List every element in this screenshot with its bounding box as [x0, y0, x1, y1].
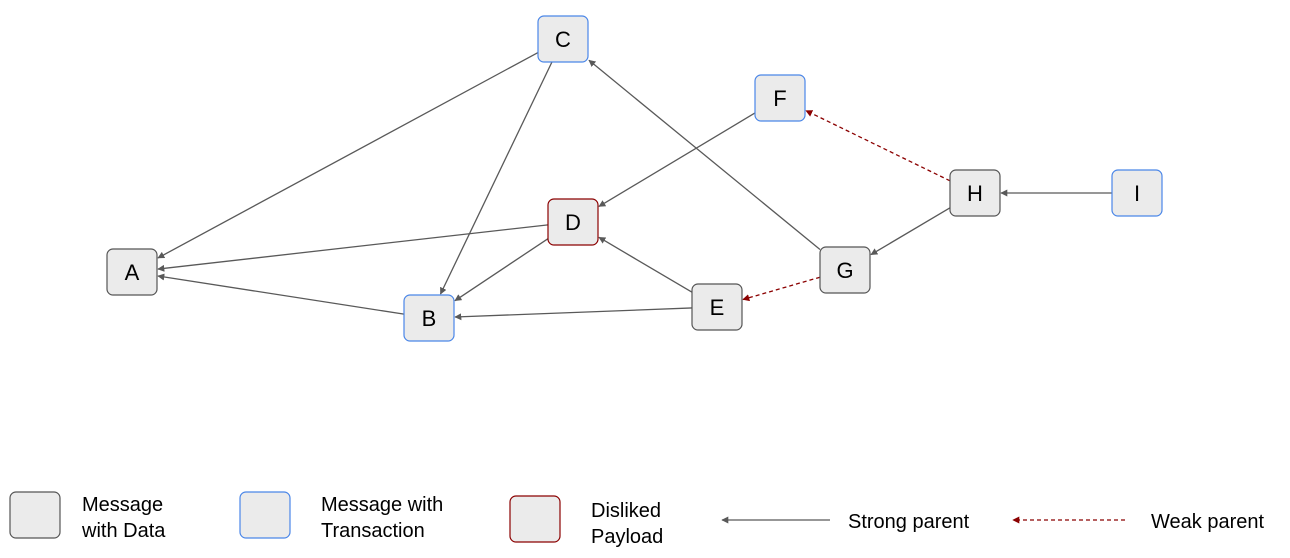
- edge-c-to-b: [439, 61, 553, 295]
- node-i: I: [1111, 169, 1163, 217]
- edge-e-to-d: [598, 236, 693, 293]
- node-f: F: [754, 74, 806, 122]
- node-box-e: [691, 283, 743, 331]
- edges-layer: [157, 51, 1112, 321]
- node-label-b: B: [422, 306, 437, 331]
- node-label-g: G: [836, 258, 853, 283]
- legend-label-data-line2: with Data: [81, 520, 166, 542]
- edge-e-to-b: [454, 307, 693, 321]
- edge-h-to-g: [870, 207, 951, 256]
- edge-h-to-f: [805, 110, 951, 182]
- node-label-f: F: [773, 86, 786, 111]
- legend-label-weak-parent: Weak parent: [1151, 511, 1264, 533]
- node-a: A: [106, 248, 158, 296]
- legend-label-disliked-line1: Disliked: [591, 500, 661, 522]
- edge-f-to-d: [598, 112, 756, 207]
- legend-swatch-data: [9, 491, 61, 539]
- legend-item-weak-parent: Weak parent: [1012, 511, 1264, 533]
- legend-swatch-disliked: [509, 495, 561, 543]
- node-box-d: [547, 198, 599, 246]
- edge-b-to-a: [157, 273, 405, 315]
- edge-c-to-a: [157, 51, 539, 259]
- legend: Message with Data Message with Transacti…: [9, 491, 1264, 548]
- legend-item-transaction: Message with Transaction: [239, 491, 443, 542]
- node-label-a: A: [125, 260, 140, 285]
- node-label-e: E: [710, 295, 725, 320]
- legend-label-strong-parent: Strong parent: [848, 511, 970, 533]
- node-label-c: C: [555, 27, 571, 52]
- node-label-i: I: [1134, 181, 1140, 206]
- node-g: G: [819, 246, 871, 294]
- legend-label-transaction-line2: Transaction: [321, 520, 425, 542]
- nodes-layer: A B C D E F G H I: [106, 15, 1163, 342]
- node-box-h: [949, 169, 1001, 217]
- legend-item-data: Message with Data: [9, 491, 166, 542]
- legend-item-disliked: Disliked Payload: [509, 495, 663, 548]
- node-e: E: [691, 283, 743, 331]
- node-h: H: [949, 169, 1001, 217]
- edge-g-to-e: [742, 276, 821, 302]
- node-d: D: [547, 198, 599, 246]
- node-box-g: [819, 246, 871, 294]
- node-box-b: [403, 294, 455, 342]
- legend-label-transaction-line1: Message with: [321, 494, 443, 516]
- legend-swatch-transaction: [239, 491, 291, 539]
- legend-label-data-line1: Message: [82, 494, 163, 516]
- node-box-i: [1111, 169, 1163, 217]
- node-box-a: [106, 248, 158, 296]
- node-label-d: D: [565, 210, 581, 235]
- node-box-c: [537, 15, 589, 63]
- node-label-h: H: [967, 181, 983, 206]
- edge-g-to-c: [588, 59, 821, 251]
- legend-label-disliked-line2: Payload: [591, 526, 663, 548]
- edge-d-to-b: [454, 238, 549, 302]
- legend-item-strong-parent: Strong parent: [721, 511, 970, 533]
- node-box-f: [754, 74, 806, 122]
- node-b: B: [403, 294, 455, 342]
- node-c: C: [537, 15, 589, 63]
- edge-d-to-a: [157, 224, 549, 272]
